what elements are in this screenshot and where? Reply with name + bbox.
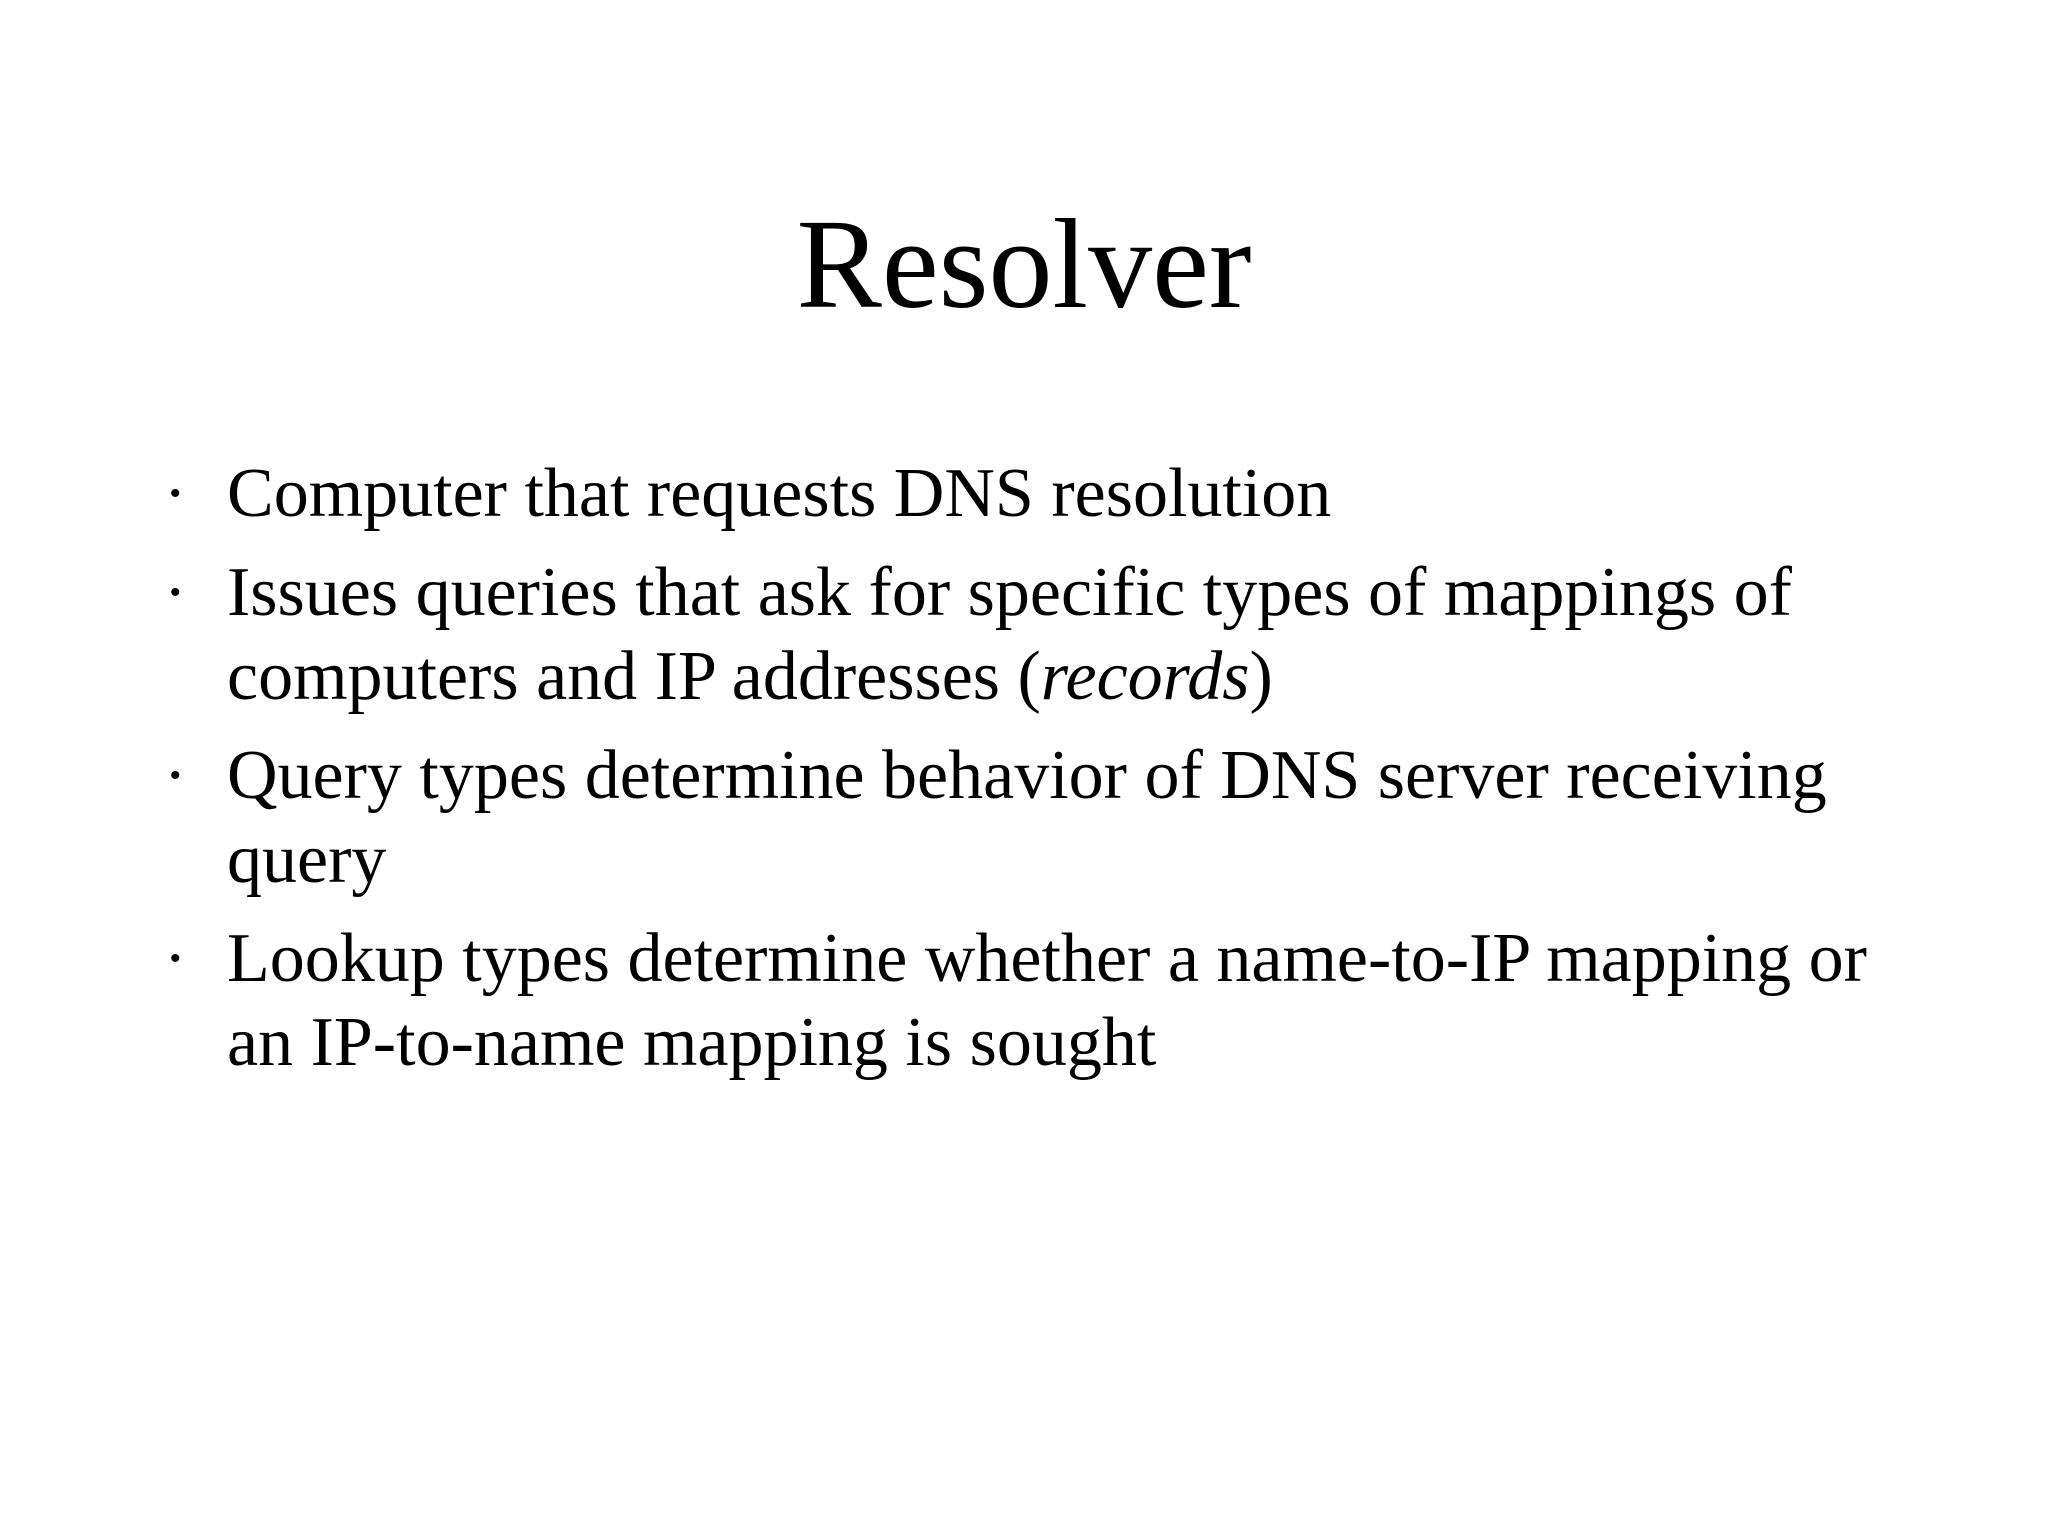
bullet-text-run: Lookup types determine whether a name-to… (227, 920, 1867, 1081)
bullet-item: • Issues queries that ask for specific ty… (170, 551, 1908, 719)
bullet-text: Computer that requests DNS resolution (227, 452, 1908, 536)
bullet-dot-icon: • (170, 759, 181, 792)
bullet-text-run: Query types determine behavior of DNS se… (227, 737, 1827, 898)
bullet-text: Query types determine behavior of DNS se… (227, 734, 1908, 902)
bullet-dot-icon: • (170, 477, 181, 510)
bullet-text-run: Issues queries that ask for specific typ… (227, 554, 1792, 715)
bullet-item: • Query types determine behavior of DNS s… (170, 734, 1908, 902)
bullet-text-run: ) (1249, 638, 1273, 715)
bullet-text: Lookup types determine whether a name-to… (227, 917, 1908, 1085)
bullet-dot-icon: • (170, 942, 181, 975)
bullet-text-run-italic: records (1040, 638, 1250, 715)
bullet-text: Issues queries that ask for specific typ… (227, 551, 1908, 719)
slide-title: Resolver (796, 193, 1252, 335)
bullet-list: • Computer that requests DNS resolution • I… (170, 452, 1908, 1085)
bullet-item: • Lookup types determine whether a name-t… (170, 917, 1908, 1085)
bullet-item: • Computer that requests DNS resolution (170, 452, 1908, 536)
bullet-text-run: Computer that requests DNS resolution (227, 455, 1332, 532)
bullet-dot-icon: • (170, 576, 181, 609)
